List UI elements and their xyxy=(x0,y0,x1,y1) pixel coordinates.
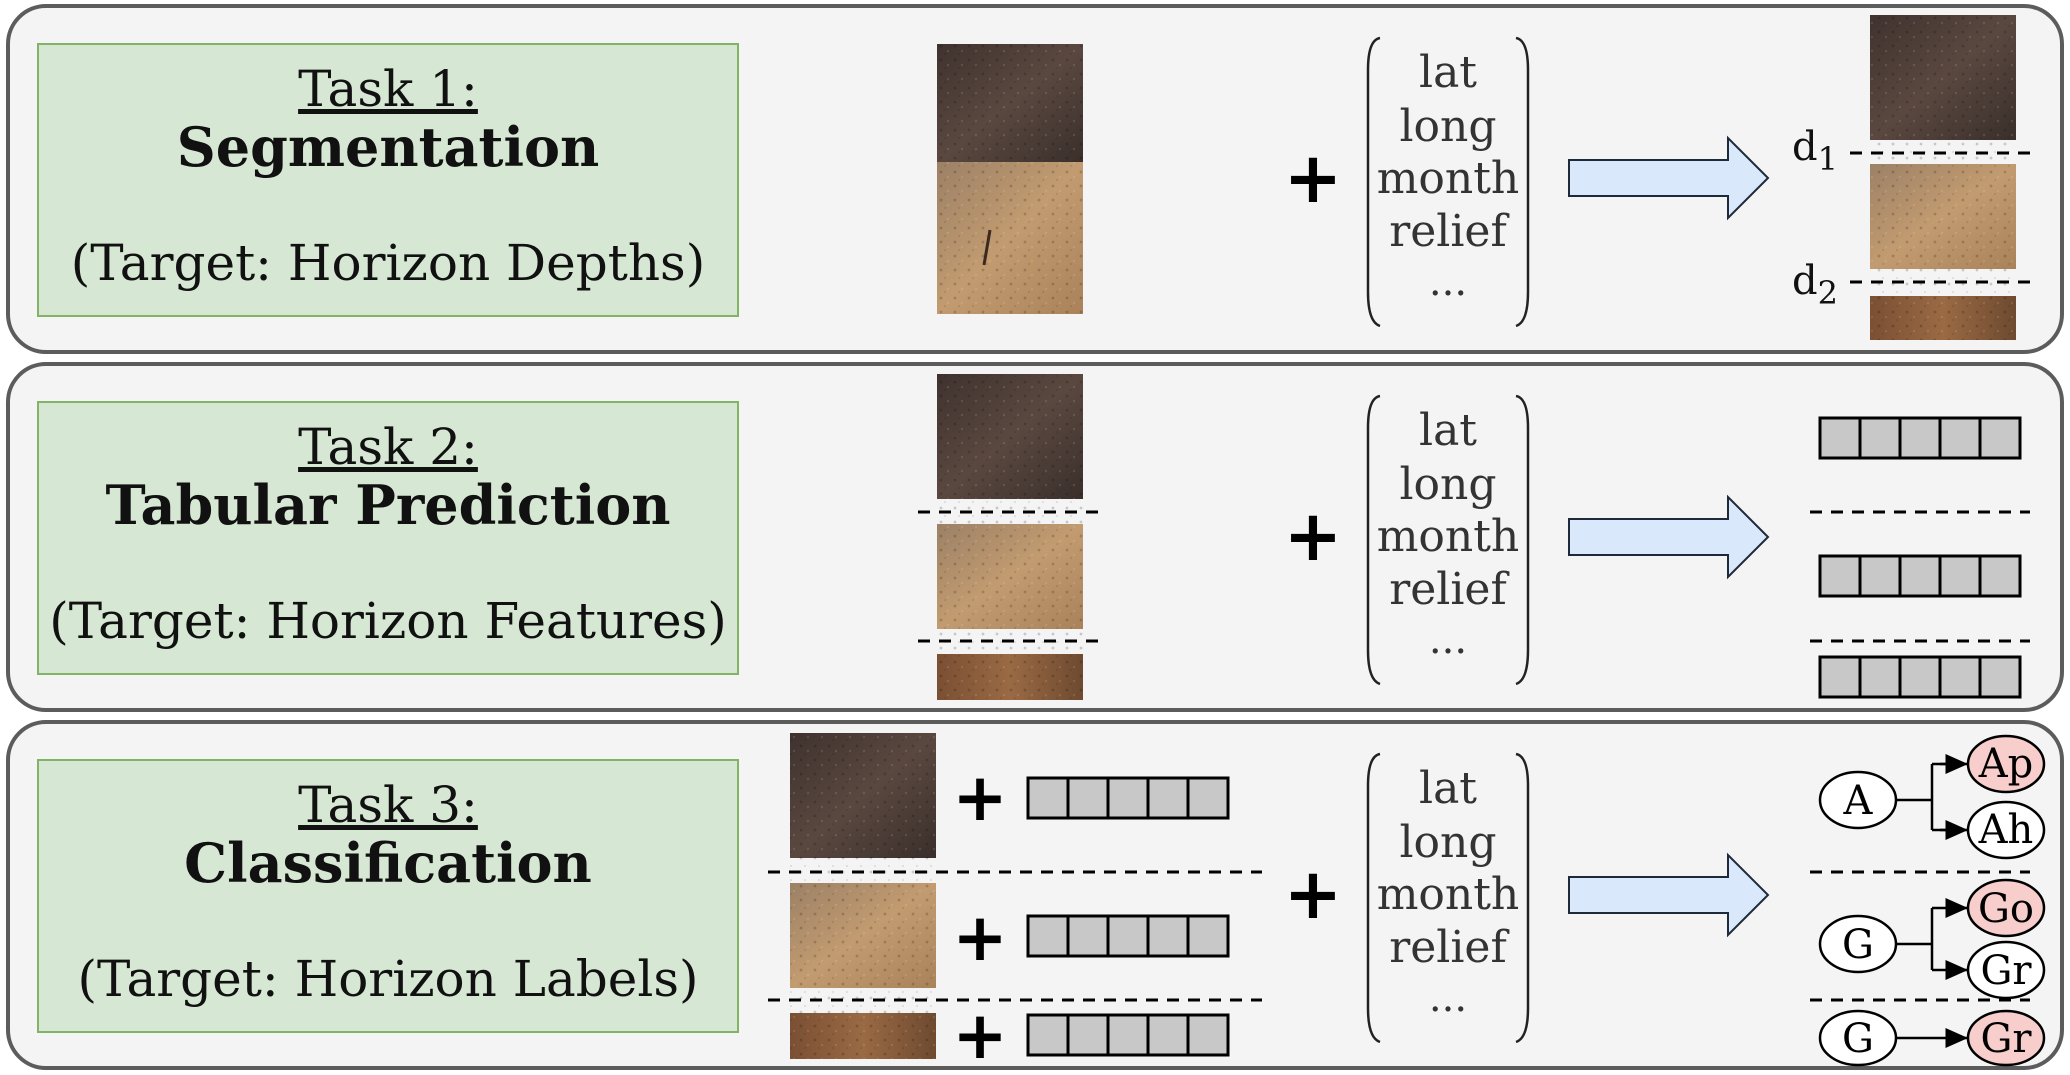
task1-segmented-output: d1 d2 xyxy=(1792,15,2030,340)
task3-soil-layers-with-features: + + + xyxy=(768,733,1262,1074)
metadata-item: long xyxy=(1399,817,1496,868)
metadata-item: ... xyxy=(1429,617,1467,663)
task2-label-box: Task 2: Tabular Prediction (Target: Hori… xyxy=(37,401,739,675)
task1-target: (Target: Horizon Depths) xyxy=(71,234,705,292)
layer-plus-sign: + xyxy=(952,997,1007,1074)
task1-metadata: lat long month relief ... xyxy=(1366,36,1530,328)
tree-child-node: Ah xyxy=(1978,807,2034,853)
task3-heading: Task 3: xyxy=(298,776,478,834)
task1-right-arrow xyxy=(1568,135,1770,221)
tree-child-node: Gr xyxy=(1980,1016,2032,1062)
metadata-item: ... xyxy=(1429,975,1467,1021)
task1-panel: Task 1: Segmentation (Target: Horizon De… xyxy=(6,4,2064,354)
tree-parent-node: G xyxy=(1842,922,1874,968)
task1-soil-image xyxy=(937,44,1083,314)
metadata-item: long xyxy=(1399,101,1496,152)
feature-vector xyxy=(1026,914,1230,958)
task3-plus-sign: + xyxy=(1284,853,1343,935)
metadata-item: month xyxy=(1377,511,1520,562)
feature-vector xyxy=(1818,655,2022,699)
depth-label-d2: d2 xyxy=(1792,258,1838,312)
task3-right-arrow xyxy=(1568,852,1770,938)
task3-target: (Target: Horizon Labels) xyxy=(77,950,698,1008)
task2-plus-sign: + xyxy=(1284,495,1343,577)
horizon-tree-g-single: G Gr xyxy=(1818,1009,2046,1067)
task2-panel: Task 2: Tabular Prediction (Target: Hori… xyxy=(6,362,2064,712)
tree-parent-node: G xyxy=(1842,1016,1874,1062)
depth-label-d1: d1 xyxy=(1792,124,1838,178)
task1-plus-sign: + xyxy=(1284,137,1343,219)
tree-parent-node: A xyxy=(1843,778,1874,824)
task1-heading: Task 1: xyxy=(298,60,478,118)
feature-vector xyxy=(1818,416,2022,460)
task3-panel: Task 3: Classification (Target: Horizon … xyxy=(6,720,2064,1074)
tree-child-node: Ap xyxy=(1978,741,2034,787)
horizon-tree-a: A Ap Ah xyxy=(1818,734,2046,860)
layer-plus-sign: + xyxy=(952,759,1007,836)
metadata-item: lat xyxy=(1419,405,1477,456)
layer-plus-sign: + xyxy=(952,899,1007,976)
task2-soil-layers xyxy=(918,374,1100,700)
task1-name: Segmentation xyxy=(177,115,600,179)
task2-target: (Target: Horizon Features) xyxy=(49,592,727,650)
task3-label-box: Task 3: Classification (Target: Horizon … xyxy=(37,759,739,1033)
horizon-tree-g: G Go Gr xyxy=(1818,878,2046,1000)
metadata-item: long xyxy=(1399,459,1496,510)
task2-name: Tabular Prediction xyxy=(105,473,670,537)
metadata-item: relief xyxy=(1389,206,1509,257)
task3-metadata: lat long month relief ... xyxy=(1366,752,1530,1044)
feature-vector xyxy=(1026,1013,1230,1057)
feature-vector xyxy=(1026,776,1230,820)
metadata-item: ... xyxy=(1429,259,1467,305)
metadata-item: relief xyxy=(1389,564,1509,615)
metadata-item: lat xyxy=(1419,763,1477,814)
task3-name: Classification xyxy=(184,831,592,895)
metadata-item: relief xyxy=(1389,922,1509,973)
task1-label-box: Task 1: Segmentation (Target: Horizon De… xyxy=(37,43,739,317)
task2-right-arrow xyxy=(1568,494,1770,580)
tree-child-node: Go xyxy=(1978,886,2034,932)
task2-metadata: lat long month relief ... xyxy=(1366,394,1530,686)
feature-vector xyxy=(1818,554,2022,598)
task3-label-trees: A Ap Ah G Go Gr xyxy=(1810,734,2046,1067)
metadata-item: month xyxy=(1377,869,1520,920)
metadata-item: month xyxy=(1377,153,1520,204)
tree-child-node: Gr xyxy=(1980,948,2032,994)
task2-heading: Task 2: xyxy=(298,418,478,476)
task2-feature-vectors xyxy=(1810,416,2030,699)
metadata-item: lat xyxy=(1419,47,1477,98)
